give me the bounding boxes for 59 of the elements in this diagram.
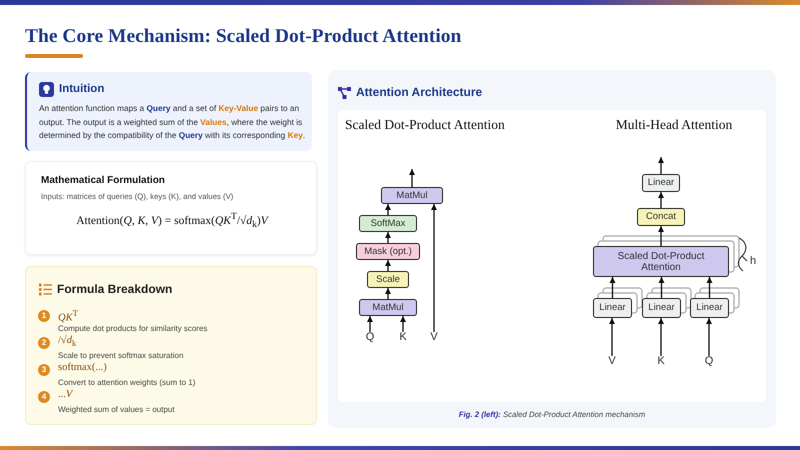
arrow — [706, 277, 712, 298]
layer-box: Scale — [367, 271, 409, 288]
layer-box: MatMul — [359, 299, 417, 316]
stack-label: h — [750, 256, 756, 267]
layer-box: Linear — [593, 298, 632, 318]
arrow — [658, 318, 664, 356]
input-label: K — [657, 356, 665, 367]
arrow — [610, 277, 616, 298]
arrow — [658, 226, 664, 246]
card-heading: Mathematical Formulation — [41, 175, 165, 186]
card-text: An attention function maps a Query and a set of Key-Value pairs to an output. The output is a weighted sum of the Values, where the weight is determined by the compatibility of the Query with its corresponding Key. — [39, 102, 306, 142]
number-badge: 4 — [38, 391, 50, 403]
input-label: Q — [366, 332, 374, 343]
step-description: Compute dot products for similarity scores — [58, 324, 208, 333]
arrow — [385, 232, 391, 243]
step-description: Scale to prevent softmax saturation — [58, 351, 184, 360]
formula-text: /√d$_{k}$ — [58, 335, 76, 348]
formula-text: softmax(...) — [58, 362, 107, 373]
input-label: V — [608, 356, 616, 367]
number-badge: 1 — [38, 310, 50, 322]
info-card — [25, 266, 317, 425]
number-badge: 2 — [38, 337, 50, 349]
formula-text: ...V — [58, 389, 72, 400]
input-label: K — [399, 332, 407, 343]
arrow — [658, 157, 664, 174]
arrow — [658, 192, 664, 208]
card-heading: Formula Breakdown — [57, 282, 172, 296]
step-description: Convert to attention weights (sum to 1) — [58, 378, 196, 387]
figure-panel — [328, 70, 776, 428]
layer-box: SoftMax — [359, 215, 417, 232]
formula-text: Attention(Q, K, V) = softmax(QK$^{T}$/√d$_{k}$)V — [76, 211, 268, 230]
arrow — [400, 316, 406, 332]
arrow — [367, 316, 373, 332]
figure-heading: Scaled Dot-Product Attention — [345, 117, 505, 133]
arrow — [385, 260, 391, 271]
card-heading: Intuition — [59, 83, 104, 95]
panel-heading: Attention Architecture — [356, 85, 482, 99]
arrow — [385, 288, 391, 299]
layer-box: Linear — [642, 298, 681, 318]
arrow — [609, 318, 615, 356]
arrow — [431, 204, 437, 332]
layer-box: Concat — [637, 208, 685, 226]
slide-title: The Core Mechanism: Scaled Dot-Product Attention — [25, 25, 462, 48]
figure-heading: Multi-Head Attention — [616, 117, 732, 133]
arrow — [385, 204, 391, 215]
step-description: Weighted sum of values = output — [58, 405, 175, 414]
layer-box: Linear — [690, 298, 729, 318]
formula-text: QK$^{T}$ — [58, 308, 78, 324]
input-label: Q — [704, 356, 714, 367]
arrow — [409, 169, 415, 187]
layer-box: Scaled Dot-Product Attention — [593, 246, 729, 277]
layer-box: Mask (opt.) — [356, 243, 420, 260]
info-card — [25, 72, 312, 151]
layer-box: Linear — [642, 174, 680, 192]
arrow — [658, 277, 664, 298]
input-label: V — [430, 332, 438, 343]
number-badge: 3 — [38, 364, 50, 376]
arrow — [706, 318, 712, 356]
layer-box: MatMul — [381, 187, 443, 204]
